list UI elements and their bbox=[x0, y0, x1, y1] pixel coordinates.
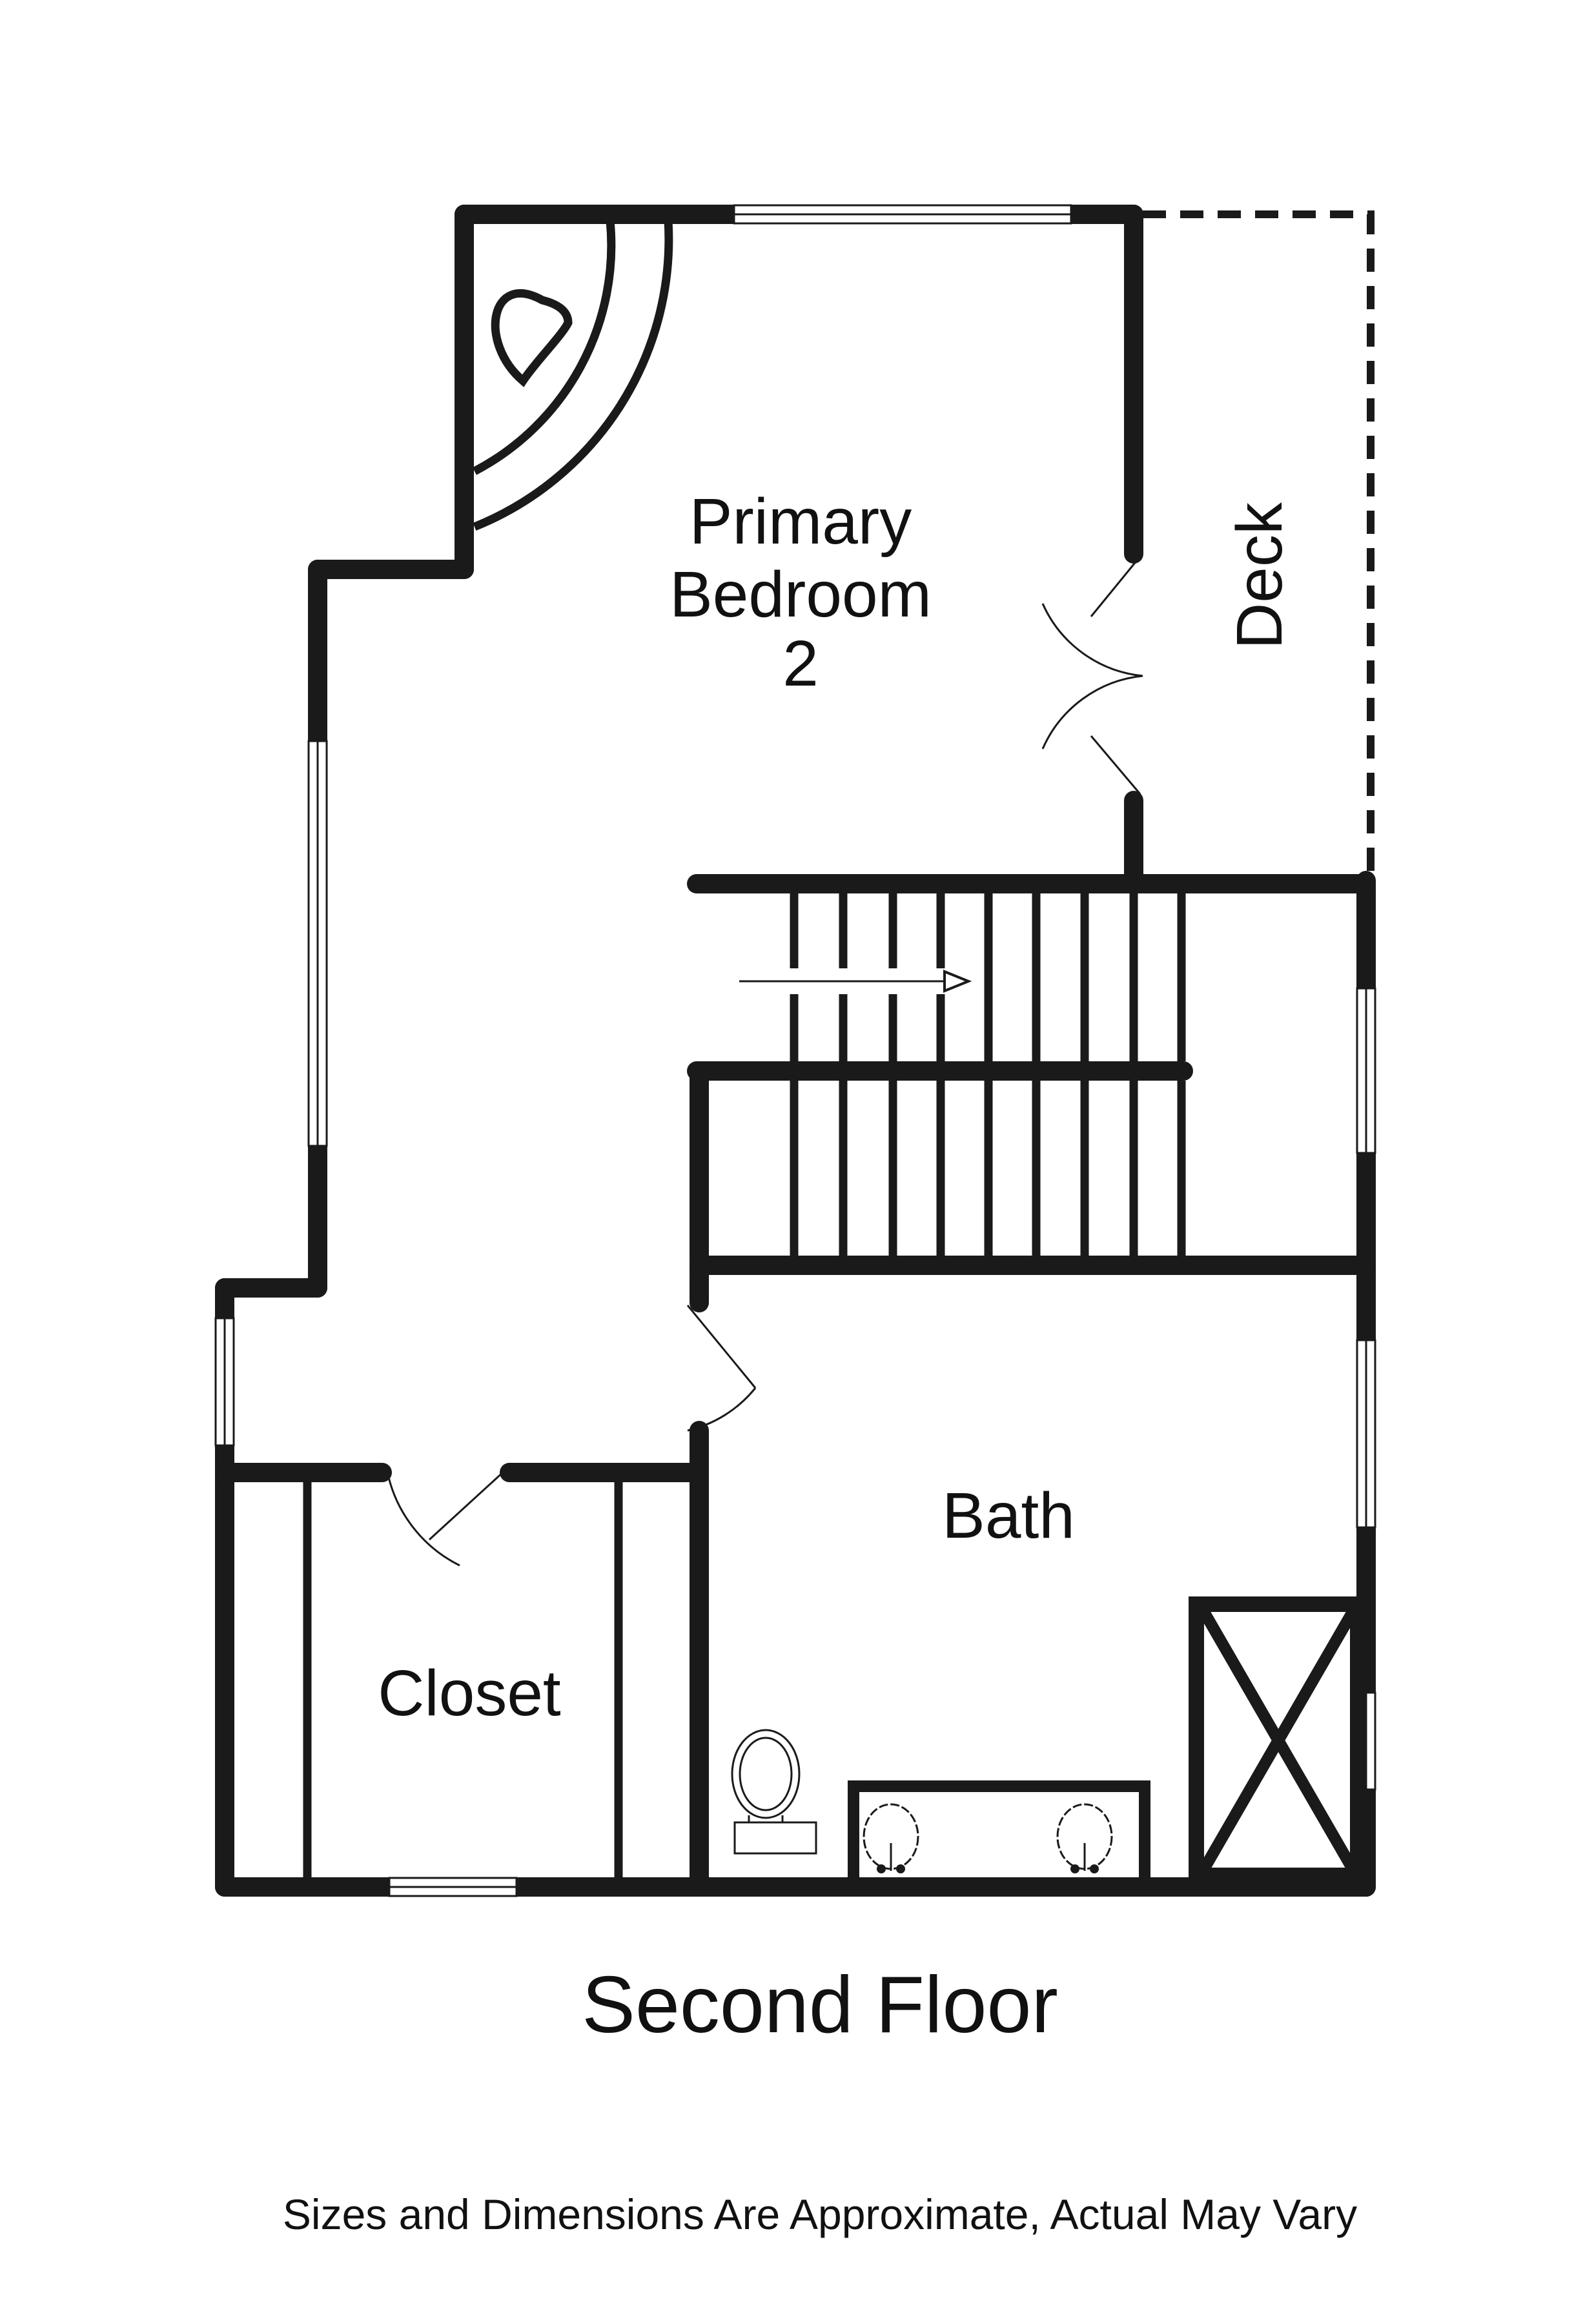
closet bbox=[215, 1463, 709, 1877]
disclaimer: Sizes and Dimensions Are Approximate, Ac… bbox=[283, 2190, 1357, 2238]
deck-outline bbox=[1143, 210, 1375, 872]
window-far-left bbox=[214, 1317, 235, 1447]
window-bottom bbox=[388, 1877, 518, 1897]
corner-tub-icon bbox=[472, 220, 673, 531]
bedroom-label-line3: 2 bbox=[782, 627, 819, 700]
vanity-icon bbox=[848, 1780, 1150, 1877]
window-left bbox=[307, 740, 328, 1147]
stair-treads-lower bbox=[790, 1081, 1186, 1256]
bedroom-label-line2: Bedroom bbox=[669, 558, 932, 631]
stairs bbox=[687, 874, 1376, 1312]
toilet-icon bbox=[731, 1729, 817, 1855]
bath-label: Bath bbox=[942, 1480, 1075, 1552]
windows bbox=[214, 204, 1376, 1897]
exterior-walls bbox=[215, 205, 1376, 1897]
closet-label: Closet bbox=[378, 1657, 561, 1729]
window-right-middle bbox=[1356, 1339, 1376, 1529]
shower-icon bbox=[1189, 1596, 1365, 1883]
window-top bbox=[733, 204, 1072, 225]
sink-left-icon bbox=[863, 1803, 919, 1873]
room-labels: Primary Bedroom 2 Deck Bath Closet bbox=[378, 485, 1296, 1729]
deck-double-door bbox=[1041, 556, 1143, 795]
sink-right-icon bbox=[1056, 1803, 1113, 1873]
deck-label: Deck bbox=[1223, 502, 1296, 649]
bath-door bbox=[686, 1305, 757, 1897]
window-right-upper bbox=[1356, 987, 1376, 1154]
plan-title: Second Floor bbox=[582, 1961, 1058, 2050]
stair-direction-arrow-icon bbox=[736, 968, 972, 994]
bedroom-label-line1: Primary bbox=[690, 485, 912, 558]
closet-door bbox=[386, 1469, 506, 1567]
